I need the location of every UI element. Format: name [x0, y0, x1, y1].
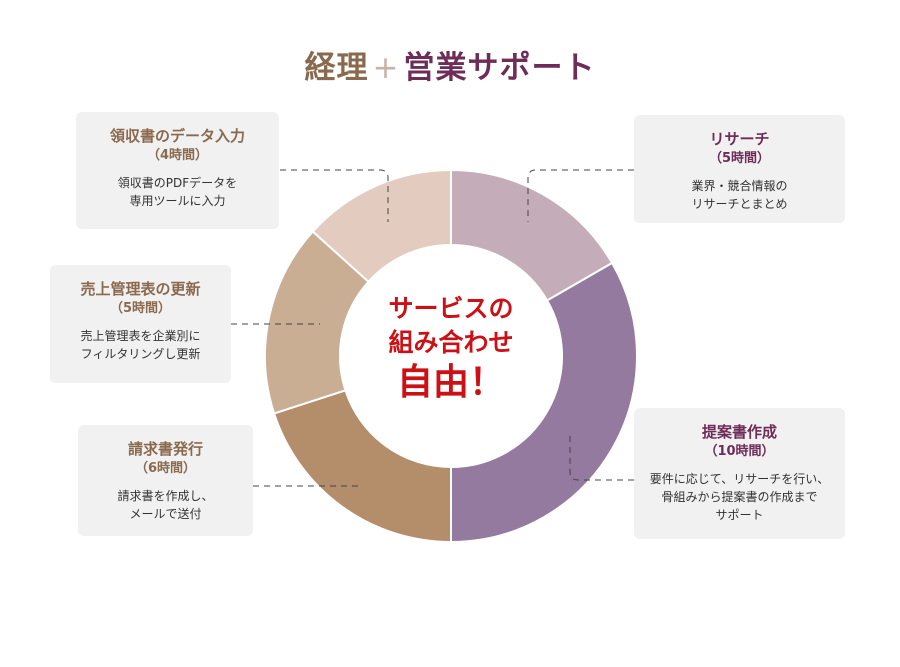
title-sales-support: 営業サポート — [403, 50, 596, 86]
service-hours: （5時間） — [109, 301, 172, 316]
center-line-3: 自由！ — [396, 362, 505, 403]
service-description: 請求書を作成し、 メールで送付 — [117, 489, 214, 521]
page-title: 経理+営業サポート — [0, 42, 900, 87]
service-name: 売上管理表の更新 — [80, 280, 201, 298]
service-card-receipt: 領収書のデータ入力 （4時間） 領収書のPDFデータを 専用ツールに入力 — [76, 112, 279, 229]
service-name: 領収書のデータ入力 — [109, 127, 245, 145]
leader-line-research — [527, 169, 634, 222]
center-line-2: 組み合わせ — [388, 328, 514, 357]
service-description: 要件に応じて、リサーチを行い、 骨組みから提案書の作成まで サポート — [649, 472, 830, 522]
service-card-invoice: 請求書発行 （6時間） 請求書を作成し、 メールで送付 — [78, 425, 253, 536]
donut-segments — [264, 168, 638, 544]
leader-line-receipt — [280, 169, 389, 222]
leader-line-proposal — [569, 432, 634, 481]
service-description: 領収書のPDFデータを 専用ツールに入力 — [117, 176, 238, 208]
title-plus: + — [372, 50, 400, 86]
service-hours: （4時間） — [146, 148, 209, 163]
service-description: 売上管理表を企業別に フィルタリングし更新 — [80, 329, 201, 361]
donut-segment-invoice — [272, 389, 452, 544]
service-name: 請求書発行 — [127, 440, 203, 458]
title-accounting: 経理 — [304, 50, 369, 86]
donut-center-label: サービスの 組み合わせ 自由！ — [346, 292, 556, 406]
service-hours: （10時間） — [704, 444, 775, 459]
donut-segment-receipt — [311, 168, 452, 284]
service-card-research: リサーチ （5時間） 業界・競合情報の リサーチとまとめ — [634, 115, 845, 223]
service-hours: （6時間） — [134, 461, 197, 476]
service-card-sales-table: 売上管理表の更新 （5時間） 売上管理表を企業別に フィルタリングし更新 — [50, 265, 231, 383]
service-name: 提案書作成 — [701, 423, 777, 441]
donut-segment-proposal — [450, 261, 638, 544]
service-name: リサーチ — [709, 130, 770, 148]
center-line-1: サービスの — [388, 294, 514, 323]
service-card-proposal: 提案書作成 （10時間） 要件に応じて、リサーチを行い、 骨組みから提案書の作成… — [634, 408, 845, 539]
leader-lines — [231, 169, 634, 487]
service-hours: （5時間） — [708, 151, 771, 166]
service-description: 業界・競合情報の リサーチとまとめ — [691, 179, 788, 211]
